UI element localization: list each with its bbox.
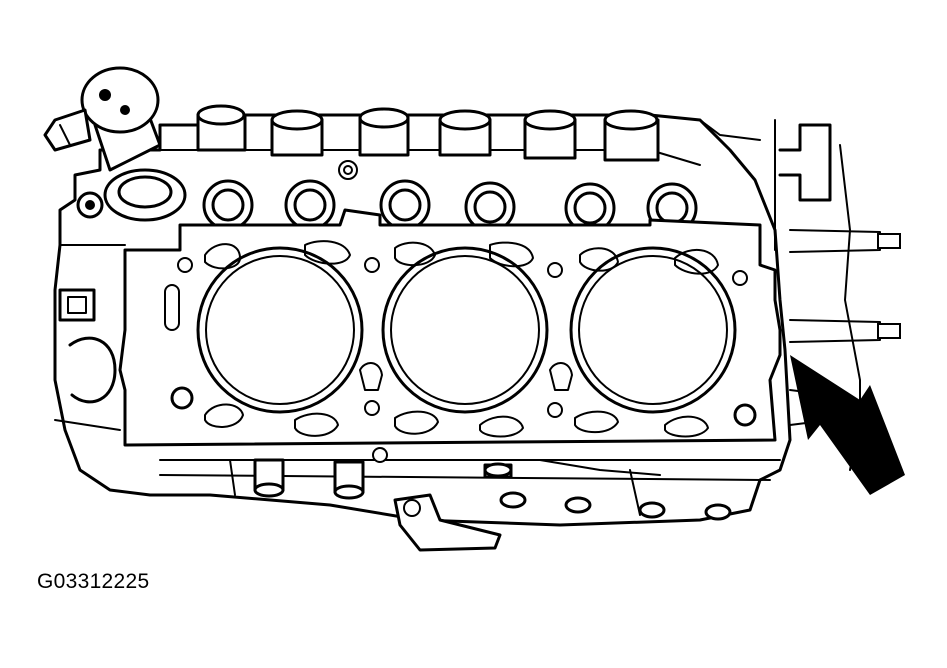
cylinder-bore-3 xyxy=(569,246,737,414)
fuel-pressure-sensor xyxy=(43,66,187,222)
cylinder-bore-2 xyxy=(381,246,549,414)
right-side-bracket xyxy=(778,123,901,471)
figure-code: G03312225 xyxy=(37,570,150,593)
valve-ports-row xyxy=(196,104,698,234)
cylinder-bore-1 xyxy=(196,246,364,414)
left-block-features xyxy=(54,244,126,431)
indicator-arrow xyxy=(790,355,905,495)
head-gasket xyxy=(118,208,782,447)
lower-bosses xyxy=(253,447,732,552)
